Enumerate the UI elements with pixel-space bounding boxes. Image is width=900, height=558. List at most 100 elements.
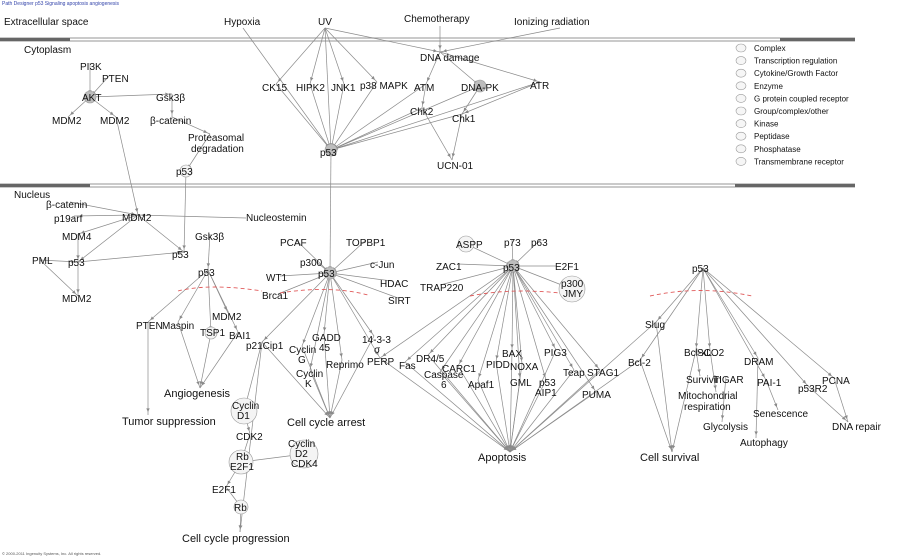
- node-cyclin-g[interactable]: Cyclin G: [289, 345, 319, 366]
- node-akt[interactable]: AKT: [82, 93, 101, 104]
- node-aspp[interactable]: ASPP: [456, 240, 483, 251]
- node-hypoxia[interactable]: Hypoxia: [224, 17, 261, 28]
- node-sco2[interactable]: SCO2: [697, 348, 725, 359]
- node-cjun[interactable]: c-Jun: [370, 260, 394, 271]
- node-fas[interactable]: Fas: [399, 361, 416, 372]
- node-bai1[interactable]: BAI1: [229, 331, 251, 342]
- node-topbp1[interactable]: TOPBP1: [346, 238, 386, 249]
- proteasomal-line-1: Proteasomal: [188, 133, 244, 144]
- node-rb[interactable]: Rb: [234, 503, 247, 514]
- arrowhead-hubC-pcna: [827, 372, 832, 377]
- node-p53-cyto-left[interactable]: p53: [176, 167, 193, 178]
- node-ucn01[interactable]: UCN-01: [437, 161, 474, 172]
- node-reprimo[interactable]: Reprimo: [326, 360, 364, 371]
- node-pten-nuc[interactable]: PTEN: [136, 321, 163, 332]
- node-mdm2-cyto-2[interactable]: MDM2: [100, 116, 130, 127]
- node-bclxl[interactable]: Bcl-xL: [684, 348, 712, 359]
- node-noxa[interactable]: NOXA: [510, 362, 539, 373]
- node-atm[interactable]: ATM: [414, 83, 434, 94]
- node-dna-damage[interactable]: DNA damage: [420, 53, 480, 64]
- node-p63[interactable]: p63: [531, 238, 548, 249]
- node-uv[interactable]: UV: [318, 17, 332, 28]
- node-chk2[interactable]: Chk2: [410, 107, 434, 118]
- node-gsk3b-cyto[interactable]: Gsk3β: [156, 93, 185, 104]
- node-mdm4[interactable]: MDM4: [62, 232, 92, 243]
- node-dram[interactable]: DRAM: [744, 357, 773, 368]
- node-layer: PI3K PTEN AKT Gsk3β MDM2 MDM2 β-catenin …: [32, 14, 882, 545]
- node-ck15[interactable]: CK15: [262, 83, 287, 94]
- node-brca1[interactable]: Brca1: [262, 291, 289, 302]
- node-p53-hub-apop[interactable]: p53: [503, 263, 520, 274]
- node-rb-e2f1[interactable]: Rb E2F1: [230, 452, 254, 473]
- node-ionizing-radiation[interactable]: Ionizing radiation: [514, 17, 590, 28]
- node-cyclin-k[interactable]: Cyclin K: [296, 369, 326, 390]
- node-apaf1[interactable]: Apaf1: [468, 380, 495, 391]
- node-pi3k[interactable]: PI3K: [80, 62, 102, 73]
- node-hdac[interactable]: HDAC: [380, 279, 408, 290]
- node-mdm2-cyto-1[interactable]: MDM2: [52, 116, 82, 127]
- node-slug[interactable]: Slug: [645, 320, 665, 331]
- node-p300-a[interactable]: p300: [300, 258, 323, 269]
- node-chemotherapy[interactable]: Chemotherapy: [404, 14, 470, 25]
- node-pidd[interactable]: PIDD: [486, 360, 510, 371]
- node-dnapk[interactable]: DNA-PK: [461, 83, 499, 94]
- node-p53-cyto-center[interactable]: p53: [320, 148, 337, 159]
- node-zac1[interactable]: ZAC1: [436, 262, 462, 273]
- node-p21cip1[interactable]: p21Cip1: [246, 341, 284, 352]
- node-p53-hub-arrest[interactable]: p53: [318, 269, 335, 280]
- node-cyclin-d1[interactable]: Cyclin D1: [232, 401, 262, 422]
- node-bcl2[interactable]: Bcl-2: [628, 358, 651, 369]
- node-gadd45[interactable]: GADD 45: [312, 333, 344, 354]
- node-p53aip1[interactable]: p53 AIP1: [535, 378, 558, 399]
- node-pai1[interactable]: PAI-1: [757, 378, 782, 389]
- node-pcna[interactable]: PCNA: [822, 376, 850, 387]
- node-mdm2-nuc-mid[interactable]: MDM2: [212, 312, 242, 323]
- node-p19arf[interactable]: p19arf: [54, 214, 83, 225]
- p53aip1-line-2: AIP1: [535, 388, 557, 399]
- node-hipk2[interactable]: HIPK2: [296, 83, 325, 94]
- node-chk1[interactable]: Chk1: [452, 114, 476, 125]
- node-maspin[interactable]: Maspin: [162, 321, 194, 332]
- node-pten-cyto[interactable]: PTEN: [102, 74, 129, 85]
- node-e2f1[interactable]: E2F1: [212, 485, 236, 496]
- node-trap220[interactable]: TRAP220: [420, 283, 464, 294]
- node-p53-nuc-small[interactable]: p53: [172, 250, 189, 261]
- node-1433-sigma[interactable]: 14-3-3 σ: [362, 335, 394, 356]
- node-gml[interactable]: GML: [510, 378, 532, 389]
- node-p53-hub-surv[interactable]: p53: [692, 264, 709, 275]
- node-atr[interactable]: ATR: [530, 81, 549, 92]
- node-wt1[interactable]: WT1: [266, 273, 288, 284]
- node-teap[interactable]: Teap: [563, 368, 585, 379]
- node-cdk2[interactable]: CDK2: [236, 432, 263, 443]
- node-perp[interactable]: PERP: [367, 357, 395, 368]
- node-pig3[interactable]: PIG3: [544, 348, 567, 359]
- node-bcatenin-cyto[interactable]: β-catenin: [150, 116, 191, 127]
- node-p73[interactable]: p73: [504, 238, 521, 249]
- node-p53-nuc-angio[interactable]: p53: [198, 268, 215, 279]
- node-cyclin-d2-cdk4[interactable]: Cyclin D2 CDK4: [288, 439, 318, 470]
- node-gsk3b-nuc[interactable]: Gsk3β: [195, 232, 224, 243]
- node-puma[interactable]: PUMA: [582, 390, 611, 401]
- node-bax[interactable]: BAX: [502, 349, 522, 360]
- node-caspase6[interactable]: Caspase 6: [424, 370, 466, 391]
- node-stag1[interactable]: STAG1: [587, 368, 619, 379]
- node-survivin[interactable]: Survivin: [686, 375, 722, 386]
- node-dr45[interactable]: DR4/5: [416, 354, 445, 365]
- node-mdm2-nuc-hub[interactable]: MDM2: [122, 213, 152, 224]
- node-bcatenin-nuc[interactable]: β-catenin: [46, 200, 87, 211]
- node-e2f1-b[interactable]: E2F1: [555, 262, 579, 273]
- node-jnk1[interactable]: JNK1: [331, 83, 356, 94]
- node-carc1[interactable]: CARC1: [442, 364, 476, 375]
- node-mdm2-nuc-bottom[interactable]: MDM2: [62, 294, 92, 305]
- node-tigar[interactable]: TIGAR: [713, 375, 744, 386]
- node-pcaf[interactable]: PCAF: [280, 238, 307, 249]
- node-p53r2[interactable]: p53R2: [798, 384, 828, 395]
- node-sirt[interactable]: SIRT: [388, 296, 411, 307]
- node-p53-nuc-pml[interactable]: p53: [68, 258, 85, 269]
- node-nucleostemin[interactable]: Nucleostemin: [246, 213, 307, 224]
- node-p38mapk[interactable]: p38 MAPK: [360, 81, 408, 92]
- node-tsp1[interactable]: TSP1: [200, 328, 225, 339]
- node-pml[interactable]: PML: [32, 256, 53, 267]
- node-proteasomal[interactable]: Proteasomal degradation: [188, 133, 247, 155]
- node-p300-jmy[interactable]: p300 JMY: [561, 279, 586, 300]
